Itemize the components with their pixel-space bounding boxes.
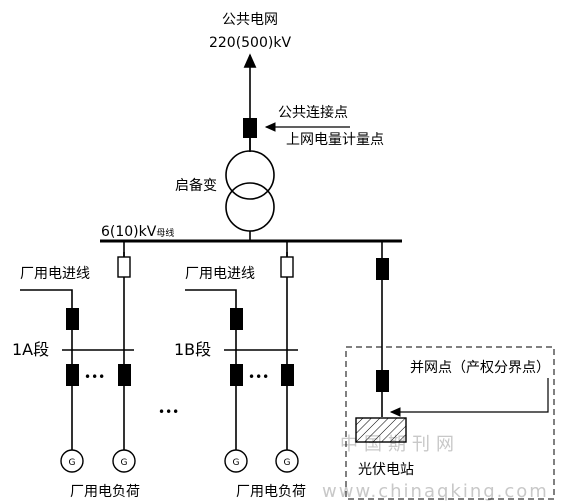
pv-station-label: 光伏电站 — [358, 462, 414, 478]
section-b-incomer-breaker — [230, 308, 243, 330]
section-b-load2-symbol: G — [284, 458, 291, 468]
section-a-load1-symbol: G — [69, 458, 76, 468]
metering-breaker — [243, 118, 257, 138]
pv-feeder-breaker — [376, 258, 389, 280]
section-b-load2 — [275, 449, 299, 473]
grid-voltage: 220(500)kV — [209, 35, 291, 51]
transformer-label: 启备变 — [175, 177, 217, 194]
section-a-feeder-line — [20, 289, 73, 460]
metering-point-label: 上网电量计量点 — [286, 132, 384, 148]
transformer-lower-winding — [225, 182, 275, 232]
section-b-load1-breaker — [230, 364, 243, 386]
section-b-aux-breaker-open — [280, 256, 294, 278]
section-b-load-label: 厂用电负荷 — [236, 484, 306, 500]
section-b-label: 1B段 — [174, 340, 211, 359]
pv-station — [355, 417, 407, 443]
section-a-load1 — [60, 449, 84, 473]
section-a-dots: ••• — [84, 370, 105, 384]
connection-point-label: 公共连接点 — [278, 104, 348, 121]
section-a-load2-breaker — [118, 364, 131, 386]
section-a-incomer-breaker — [66, 308, 79, 330]
middle-dots: ••• — [158, 405, 179, 419]
bus-voltage-label: 6(10)kV母线 — [101, 224, 174, 240]
section-b-load2-breaker — [281, 364, 294, 386]
transformer-upper-winding — [225, 150, 275, 200]
pv-grid-point-arrow — [389, 378, 549, 417]
section-a-load1-breaker — [66, 364, 79, 386]
section-a-aux-breaker-open — [117, 256, 131, 278]
section-b-feeder-line — [185, 289, 237, 460]
section-a-load-label: 厂用电负荷 — [70, 484, 140, 500]
section-b-load1-symbol: G — [233, 458, 240, 468]
section-b-dots: ••• — [248, 370, 269, 384]
pv-grid-point-breaker — [376, 370, 389, 392]
section-b-load1 — [224, 449, 248, 473]
section-b-feeder-label: 厂用电进线 — [185, 266, 255, 282]
section-a-feeder-label: 厂用电进线 — [20, 266, 90, 282]
section-a-load2 — [112, 449, 136, 473]
grid-name: 公共电网 — [222, 12, 278, 28]
section-a-load2-symbol: G — [121, 458, 128, 468]
pv-boundary — [345, 346, 555, 500]
section-a-label: 1A段 — [12, 340, 49, 359]
pv-grid-point-label: 并网点（产权分界点） — [410, 360, 550, 376]
watermark-bottom: www.chinaqking.com — [322, 481, 549, 502]
